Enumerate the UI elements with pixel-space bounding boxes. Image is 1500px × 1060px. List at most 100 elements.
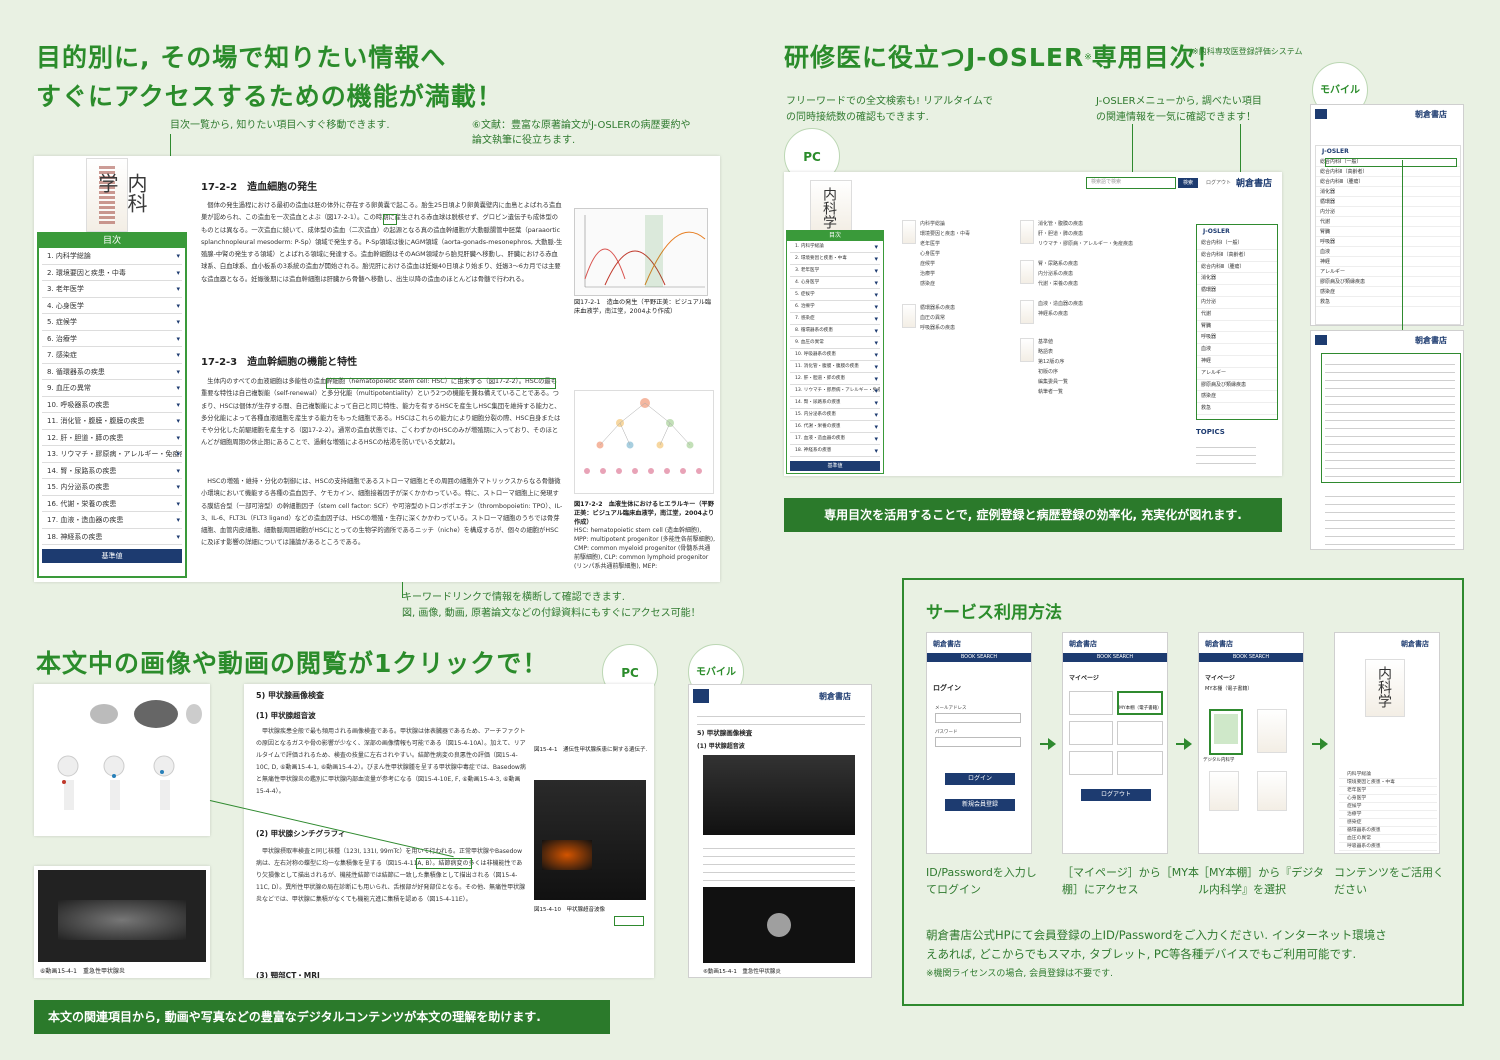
- pc-search-button[interactable]: 検索: [1178, 178, 1198, 188]
- pc-josler-item[interactable]: 総合内科Ⅱ（高齢者）: [1197, 250, 1277, 262]
- pc-content-link[interactable]: 症候学: [920, 261, 936, 267]
- step2-tile-6[interactable]: [1117, 751, 1163, 775]
- mobile-josler-item[interactable]: 感染症: [1316, 287, 1460, 297]
- step3-book-3[interactable]: [1209, 771, 1239, 811]
- pc-toc-item[interactable]: 8. 循環器系の疾患: [790, 325, 880, 337]
- pc-josler-item[interactable]: アレルギー: [1197, 368, 1277, 380]
- mobile-highlight-2[interactable]: [1321, 353, 1461, 483]
- pc-toc-item[interactable]: 4. 心身医学: [790, 277, 880, 289]
- mobile-josler-item[interactable]: 循環器: [1316, 197, 1460, 207]
- pc-josler-item[interactable]: 循環器: [1197, 285, 1277, 297]
- pc-josler-item[interactable]: 救急: [1197, 403, 1277, 415]
- toc-reference-button[interactable]: 基準値: [42, 549, 182, 563]
- mobile-menu-icon-2[interactable]: [1315, 335, 1327, 345]
- step4-toc-item[interactable]: 血圧の異常: [1339, 835, 1437, 843]
- mobile-josler-item[interactable]: 総合内科Ⅱ（高齢者）: [1316, 167, 1460, 177]
- step3-book-2[interactable]: [1257, 709, 1287, 753]
- pc-content-link[interactable]: 老年医学: [920, 241, 941, 247]
- figure-17-2-2[interactable]: [574, 390, 714, 494]
- video-player-panel[interactable]: ⑥動画15-4-1 重急性甲状腺炎: [34, 866, 210, 978]
- pc-content-link[interactable]: 執筆者一覧: [1038, 389, 1064, 395]
- pc-content-link[interactable]: 神経系の疾患: [1038, 311, 1069, 317]
- pc-content-link[interactable]: 感染症: [920, 281, 936, 287]
- pc-toc-item[interactable]: 13. リウマチ・膠原病・アレルギー・免疫疾患: [790, 385, 880, 397]
- ultrasound-image[interactable]: [534, 780, 646, 900]
- step2-logout-button[interactable]: ログアウト: [1081, 789, 1151, 801]
- step4-toc-item[interactable]: 治療学: [1339, 811, 1437, 819]
- mobile-josler-item[interactable]: 呼吸器: [1316, 237, 1460, 247]
- pc-content-link[interactable]: 腎・尿路系の疾患: [1038, 261, 1079, 267]
- toc-item[interactable]: 11. 消化管・腹膜・腹膜の疾患: [42, 413, 182, 430]
- toc-item[interactable]: 5. 症候学: [42, 314, 182, 331]
- pc-content-link[interactable]: 内科学総論: [920, 221, 946, 227]
- pc-toc-item[interactable]: 5. 症候学: [790, 289, 880, 301]
- toc-item[interactable]: 6. 治療学: [42, 331, 182, 347]
- play-icon[interactable]: [767, 913, 791, 937]
- step4-toc-item[interactable]: 症候学: [1339, 803, 1437, 811]
- step1-pass-input[interactable]: [935, 737, 1021, 747]
- pc-toc-item[interactable]: 10. 呼吸器系の疾患: [790, 349, 880, 361]
- keyword-link-highlight[interactable]: [326, 378, 556, 389]
- video-frame[interactable]: [38, 870, 206, 962]
- toc-item[interactable]: 1. 内科学総論: [42, 248, 182, 265]
- mobile-ultrasound-image[interactable]: [703, 755, 855, 835]
- pc-josler-item[interactable]: 腎臓: [1197, 321, 1277, 333]
- toc-item[interactable]: 15. 内分泌系の疾患: [42, 479, 182, 496]
- step2-mybook-tile[interactable]: MY本棚（電子書籍）: [1117, 691, 1163, 715]
- toc-item[interactable]: 12. 肝・胆道・膵の疾患: [42, 430, 182, 446]
- step4-toc-item[interactable]: 呼吸器系の疾患: [1339, 843, 1437, 851]
- pc-josler-item[interactable]: 内分泌: [1197, 297, 1277, 309]
- pc-content-link[interactable]: 消化管・腹膜の疾患: [1038, 221, 1084, 227]
- step4-toc-item[interactable]: 環境要因と疾患・中毒: [1339, 779, 1437, 787]
- pc-josler-item[interactable]: 消化器: [1197, 273, 1277, 286]
- pc-toc-item[interactable]: 15. 内分泌系の疾患: [790, 409, 880, 421]
- pc-search-input[interactable]: 検索語で検索: [1086, 177, 1176, 189]
- ref-highlight[interactable]: [383, 214, 397, 225]
- pc-toc-item[interactable]: 1. 内科学総論: [790, 241, 880, 253]
- scintigraphy-image-panel[interactable]: [34, 684, 210, 836]
- toc-item[interactable]: 18. 神経系の疾患: [42, 529, 182, 545]
- toc-item[interactable]: 14. 腎・尿路系の疾患: [42, 463, 182, 479]
- pc-josler-item[interactable]: 総合内科Ⅲ（腫瘍）: [1197, 262, 1277, 274]
- step1-register-button[interactable]: 新規会員登録: [945, 799, 1015, 811]
- pc-josler-item[interactable]: 感染症: [1197, 391, 1277, 404]
- toc-item[interactable]: 2. 環境要因と疾患・中毒: [42, 265, 182, 281]
- pc-content-link[interactable]: 心身医学: [920, 251, 941, 257]
- toc-item[interactable]: 8. 循環器系の疾患: [42, 364, 182, 380]
- mobile-josler-item[interactable]: 神経: [1316, 257, 1460, 267]
- pc-toc-item[interactable]: 7. 感染症: [790, 313, 880, 325]
- pc-josler-item[interactable]: 神経: [1197, 356, 1277, 368]
- pc-content-link[interactable]: 編集委員一覧: [1038, 379, 1069, 385]
- mobile-josler-item[interactable]: 腎臓: [1316, 227, 1460, 237]
- pc-content-link[interactable]: 循環器系の疾患: [920, 305, 956, 311]
- pc-josler-item[interactable]: 呼吸器: [1197, 332, 1277, 345]
- mobile-menu-icon-3[interactable]: [693, 689, 709, 703]
- pc-toc-item[interactable]: 9. 血圧の異常: [790, 337, 880, 349]
- toc-item[interactable]: 9. 血圧の異常: [42, 380, 182, 397]
- step4-toc-item[interactable]: 内科学総論: [1339, 771, 1437, 779]
- figure-17-2-1[interactable]: [574, 208, 708, 296]
- mobile-josler-item[interactable]: 内分泌: [1316, 207, 1460, 217]
- pc-josler-item[interactable]: 血液: [1197, 344, 1277, 356]
- pc-toc-item[interactable]: 3. 老年医学: [790, 265, 880, 277]
- mobile-josler-item[interactable]: アレルギー: [1316, 267, 1460, 277]
- pc-content-link[interactable]: 血液・造血器の疾患: [1038, 301, 1084, 307]
- step4-toc-item[interactable]: 循環器系の疾患: [1339, 827, 1437, 835]
- mobile-josler-item[interactable]: 血液: [1316, 247, 1460, 257]
- step3-digital-book[interactable]: [1209, 709, 1243, 755]
- pc-toc-item[interactable]: 11. 消化管・腹膜・腹膜の疾患: [790, 361, 880, 373]
- step1-login-button[interactable]: ログイン: [945, 773, 1015, 785]
- mobile-josler-item[interactable]: 救急: [1316, 297, 1460, 307]
- pc-toc-item[interactable]: 16. 代謝・栄養の疾患: [790, 421, 880, 433]
- pc-content-link[interactable]: 内分泌系の疾患: [1038, 271, 1074, 277]
- mobile-josler-item[interactable]: 総合内科Ⅲ（腫瘍）: [1316, 177, 1460, 187]
- toc-item[interactable]: 17. 血液・造血器の疾患: [42, 512, 182, 529]
- pc-content-link[interactable]: 環境要因と疾患・中毒: [920, 231, 971, 237]
- pc-content-link[interactable]: 第12版の序: [1038, 359, 1065, 365]
- toc-item[interactable]: 10. 呼吸器系の疾患: [42, 397, 182, 413]
- pc-toc-item[interactable]: 12. 肝・胆道・膵の疾患: [790, 373, 880, 385]
- step1-book-search[interactable]: BOOK SEARCH: [927, 653, 1031, 662]
- pc-content-link[interactable]: 血圧の異常: [920, 315, 946, 321]
- pc-toc-item[interactable]: 17. 血液・造血器の疾患: [790, 433, 880, 445]
- step4-toc-item[interactable]: 老年医学: [1339, 787, 1437, 795]
